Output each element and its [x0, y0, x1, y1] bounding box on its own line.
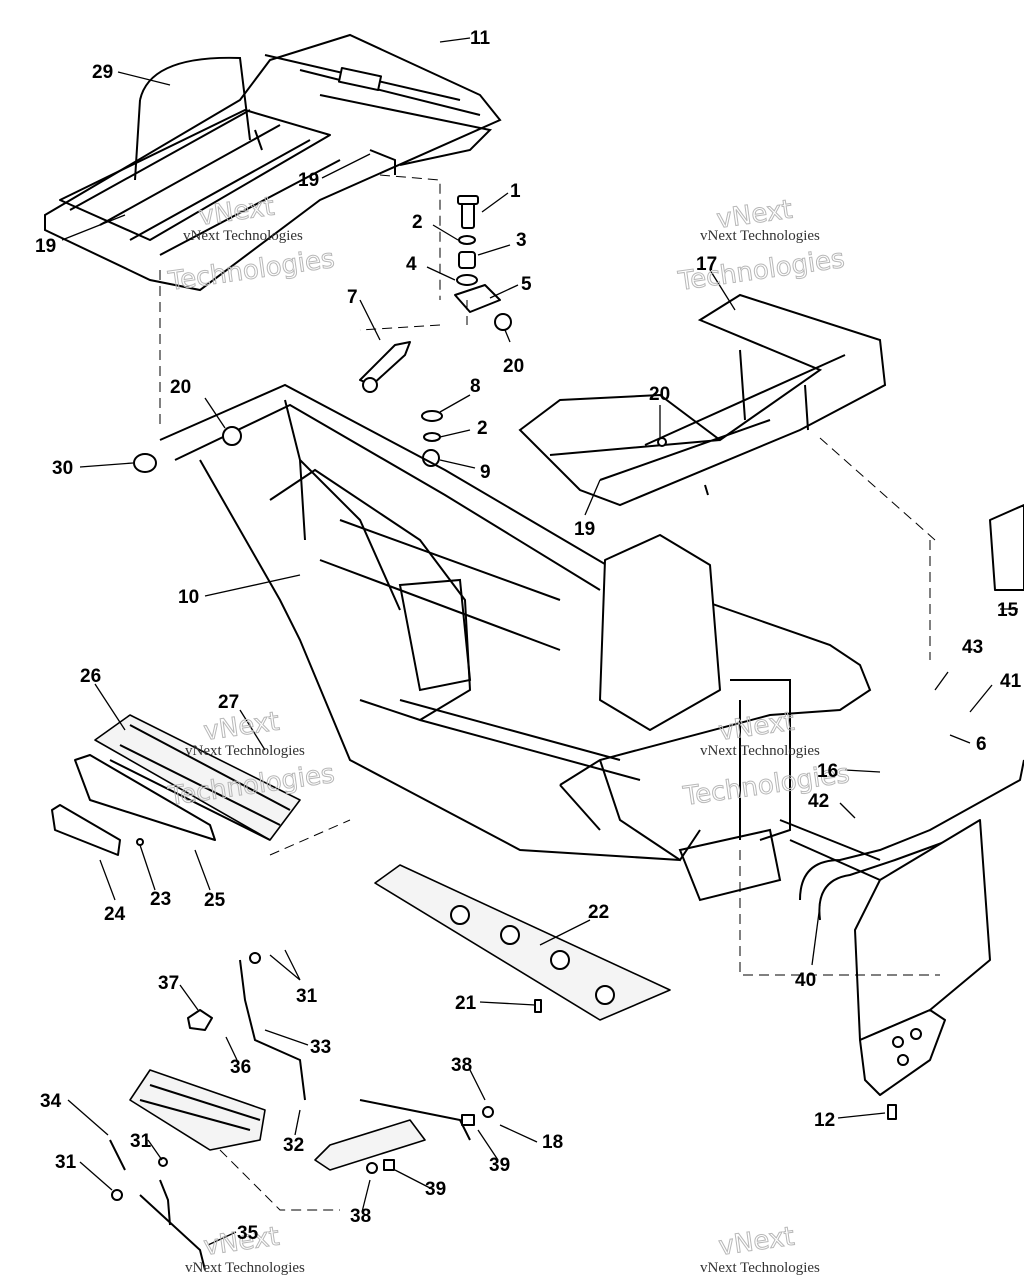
callout-39: 39	[425, 1179, 446, 1200]
callout-19: 19	[298, 170, 319, 191]
callout-1: 1	[510, 181, 521, 202]
watermark-line: vNext Technologies	[700, 228, 820, 244]
callout-18: 18	[542, 1132, 563, 1153]
callout-2: 2	[477, 418, 488, 439]
callout-8: 8	[470, 376, 481, 397]
front-bumper	[779, 759, 1024, 1120]
mount-hardware	[359, 174, 512, 331]
callout-39: 39	[489, 1155, 510, 1176]
watermark-large-top: vNext	[202, 707, 281, 747]
callout-31: 31	[296, 986, 318, 1007]
watermark-line: vNext Technologies	[700, 1260, 820, 1276]
callout-23: 23	[150, 889, 171, 910]
callout-31: 31	[55, 1152, 77, 1173]
callout-7: 7	[347, 287, 358, 308]
callout-40: 40	[795, 970, 816, 991]
callout-29: 29	[92, 62, 113, 83]
callout-20: 20	[649, 384, 670, 405]
callout-5: 5	[521, 274, 532, 295]
callout-17: 17	[696, 254, 717, 275]
main-frame	[159, 383, 872, 902]
watermark-line: vNext Technologies	[183, 228, 303, 244]
callout-2: 2	[412, 212, 423, 233]
callout-10: 10	[178, 587, 199, 608]
watermark-large-top: vNext	[717, 707, 796, 747]
watermark-line: vNext Technologies	[185, 743, 305, 759]
washer-stack	[421, 410, 443, 467]
rear-rack	[44, 33, 502, 292]
callout-19: 19	[574, 519, 595, 540]
callout-41: 41	[1000, 671, 1022, 692]
callout-35: 35	[237, 1223, 259, 1244]
callout-38: 38	[350, 1206, 371, 1227]
callout-11: 11	[470, 28, 491, 49]
front-rack	[518, 293, 887, 507]
callout-24: 24	[104, 904, 126, 925]
callout-25: 25	[204, 890, 226, 911]
callout-27: 27	[218, 692, 239, 713]
callout-labels: 29 11 19 1 2 3 4 5 20 19 7 17 20 8 2 9 2…	[35, 28, 1022, 1244]
watermark-group: vNext Technologies vNext Technologies vN…	[165, 191, 852, 1276]
skid-plate	[374, 864, 671, 1021]
callout-20: 20	[170, 377, 191, 398]
callout-43: 43	[962, 637, 983, 658]
callout-6: 6	[976, 734, 987, 755]
callout-38: 38	[451, 1055, 472, 1076]
callout-33: 33	[310, 1037, 331, 1058]
callout-37: 37	[158, 973, 179, 994]
frame-plug	[133, 453, 157, 473]
callout-22: 22	[588, 902, 609, 923]
brake-pedal-assembly	[109, 952, 306, 1271]
callout-19: 19	[35, 236, 56, 257]
callout-15: 15	[997, 600, 1019, 621]
leader-lines	[61, 37, 1018, 1246]
footrest-left	[51, 714, 301, 856]
callout-4: 4	[406, 254, 417, 275]
callout-9: 9	[480, 462, 491, 483]
callout-30: 30	[52, 458, 73, 479]
watermark-line: vNext Technologies	[700, 743, 820, 759]
callout-12: 12	[814, 1110, 835, 1131]
callout-21: 21	[455, 993, 477, 1014]
callout-36: 36	[230, 1057, 251, 1078]
watermark-line: vNext Technologies	[185, 1260, 305, 1276]
callout-42: 42	[808, 791, 829, 812]
callout-16: 16	[817, 761, 838, 782]
side-panel-partial	[989, 504, 1024, 591]
callout-3: 3	[516, 230, 527, 251]
callout-34: 34	[40, 1091, 62, 1112]
foot-peg-assembly	[314, 1099, 494, 1174]
callout-31: 31	[130, 1131, 152, 1152]
callout-32: 32	[283, 1135, 304, 1156]
watermark-large-top: vNext	[717, 1222, 796, 1262]
callout-20: 20	[503, 356, 524, 377]
callout-26: 26	[80, 666, 101, 687]
